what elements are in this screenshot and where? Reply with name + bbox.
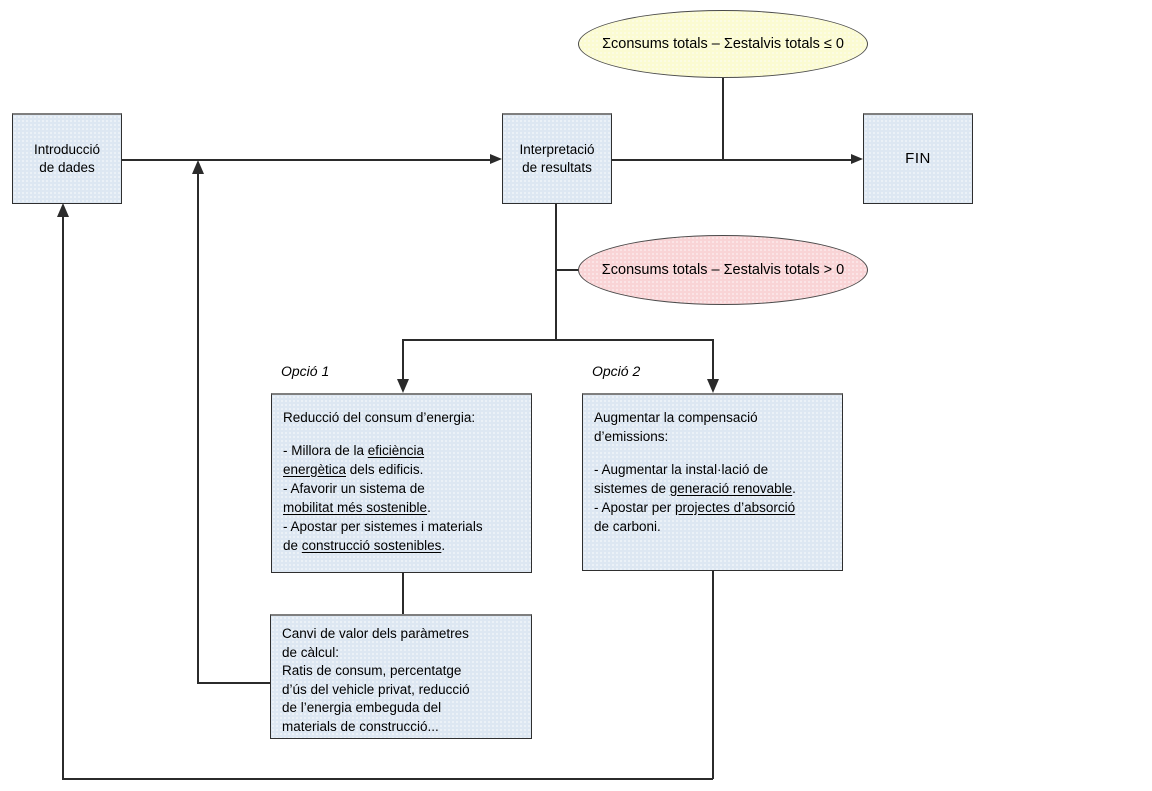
- arrowhead-into-option2-icon: [706, 379, 719, 393]
- text-line: - Augmentar la instal·lació de: [594, 460, 831, 479]
- underlined-term: eficiència: [367, 442, 425, 458]
- connector-return-to-intro: [62, 217, 64, 779]
- text-line: de carboni.: [594, 517, 831, 536]
- text-segment: - Augmentar la instal·lació de: [594, 461, 769, 477]
- text-line: Ratis de consum, percentatge: [282, 662, 520, 681]
- text-line: materials de construcció...: [282, 718, 520, 737]
- intro-de-dades-box: Introducció de dades: [12, 113, 122, 204]
- text-segment: de l’energia embeguda del: [282, 700, 442, 715]
- connector-branch-horizontal: [402, 339, 714, 341]
- text-line: energètica dels edificis.: [283, 460, 520, 479]
- interpretacio-label: Interpretació de resultats: [519, 142, 595, 175]
- text-line: Augmentar la compensació: [594, 408, 831, 427]
- text-segment: Ratis de consum, percentatge: [282, 663, 462, 678]
- arrowhead-feedback-icon: [191, 160, 204, 174]
- text-line: - Millora de la eficiència: [283, 441, 520, 460]
- text-line: de càlcul:: [282, 644, 520, 663]
- connector-params-feedback-horizontal: [197, 682, 270, 684]
- text-segment: dels edificis.: [346, 461, 424, 477]
- text-segment: - Apostar per sistemes i materials: [283, 518, 483, 534]
- underlined-term: projectes d’absorció: [675, 499, 796, 515]
- text-segment: materials de construcció...: [282, 718, 439, 734]
- text-line: de l’energia embeguda del: [282, 699, 520, 718]
- interpretacio-box: Interpretació de resultats: [502, 113, 612, 204]
- connector-interpret-down: [555, 203, 557, 341]
- text-segment: - Millora de la: [283, 442, 368, 458]
- connector-bottom-return: [62, 778, 713, 780]
- text-segment: d’ús del vehicle privat, reducció: [282, 681, 470, 697]
- condition-lte-zero-text: Σconsums totals – Σestalvis totals ≤ 0: [602, 36, 844, 52]
- text-line: [594, 446, 831, 460]
- underlined-term: construcció sostenibles: [301, 537, 442, 553]
- fin-box: FIN: [863, 113, 973, 204]
- text-segment: .: [792, 480, 796, 496]
- option2-box: Augmentar la compensació d’emissions: - Au…: [582, 393, 843, 571]
- text-segment: de càlcul:: [282, 644, 340, 660]
- connector-branch-option1: [402, 339, 404, 381]
- connector-topellipse-down: [722, 78, 724, 160]
- text-segment: de: [283, 537, 302, 553]
- option2-label: Opció 2: [592, 363, 641, 379]
- text-line: - Afavorir un sistema de: [283, 479, 520, 498]
- connector-option2-down: [712, 570, 714, 779]
- text-line: - Apostar per sistemes i materials: [283, 517, 520, 536]
- text-line: d’ús del vehicle privat, reducció: [282, 681, 520, 700]
- connector-params-feedback-vertical: [197, 173, 199, 683]
- condition-ellipse-gt-zero: Σconsums totals – Σestalvis totals > 0: [578, 235, 868, 305]
- underlined-term: mobilitat més sostenible: [283, 499, 428, 515]
- connector-interpret-to-fin: [612, 159, 851, 161]
- text-line: Canvi de valor dels paràmetres: [282, 625, 520, 644]
- text-segment: sistemes de: [594, 480, 670, 496]
- text-segment: Canvi de valor dels paràmetres: [282, 626, 469, 641]
- fin-label: FIN: [905, 150, 931, 167]
- underlined-term: energètica: [283, 461, 347, 477]
- intro-de-dades-label: Introducció de dades: [33, 142, 101, 175]
- condition-gt-zero-text: Σconsums totals – Σestalvis totals > 0: [601, 262, 845, 278]
- text-segment: Augmentar la compensació: [594, 410, 758, 425]
- text-segment: d’emissions:: [594, 429, 669, 444]
- text-line: sistemes de generació renovable.: [594, 479, 831, 498]
- arrowhead-into-fin-icon: [851, 154, 863, 164]
- connector-to-pink-ellipse: [556, 269, 580, 271]
- text-line: [283, 427, 520, 441]
- condition-ellipse-lte-zero: Σconsums totals – Σestalvis totals ≤ 0: [578, 10, 868, 78]
- params-change-box: Canvi de valor dels paràmetres de càlcul:…: [270, 614, 532, 739]
- text-segment: .: [441, 537, 446, 553]
- connector-option1-to-params: [402, 572, 404, 614]
- arrowhead-into-intro-icon: [56, 203, 69, 217]
- text-line: Reducció del consum d’energia:: [283, 408, 520, 427]
- text-segment: - Afavorir un sistema de: [283, 480, 425, 496]
- text-line: mobilitat més sostenible.: [283, 498, 520, 517]
- arrowhead-into-option1-icon: [396, 379, 409, 393]
- connector-intro-to-interpret: [122, 159, 491, 161]
- text-segment: .: [427, 499, 431, 515]
- connector-branch-option2: [712, 339, 714, 381]
- text-line: de construcció sostenibles.: [283, 536, 520, 555]
- option1-box: Reducció del consum d’energia: - Millora …: [271, 393, 532, 573]
- arrowhead-into-interpret-icon: [490, 154, 502, 164]
- text-segment: de carboni.: [594, 518, 661, 534]
- text-segment: - Apostar per: [594, 499, 676, 515]
- text-line: - Apostar per projectes d’absorció: [594, 498, 831, 517]
- underlined-term: generació renovable: [669, 480, 793, 496]
- option1-label: Opció 1: [281, 363, 330, 379]
- text-segment: Reducció del consum d’energia:: [283, 410, 476, 425]
- text-line: d’emissions:: [594, 427, 831, 446]
